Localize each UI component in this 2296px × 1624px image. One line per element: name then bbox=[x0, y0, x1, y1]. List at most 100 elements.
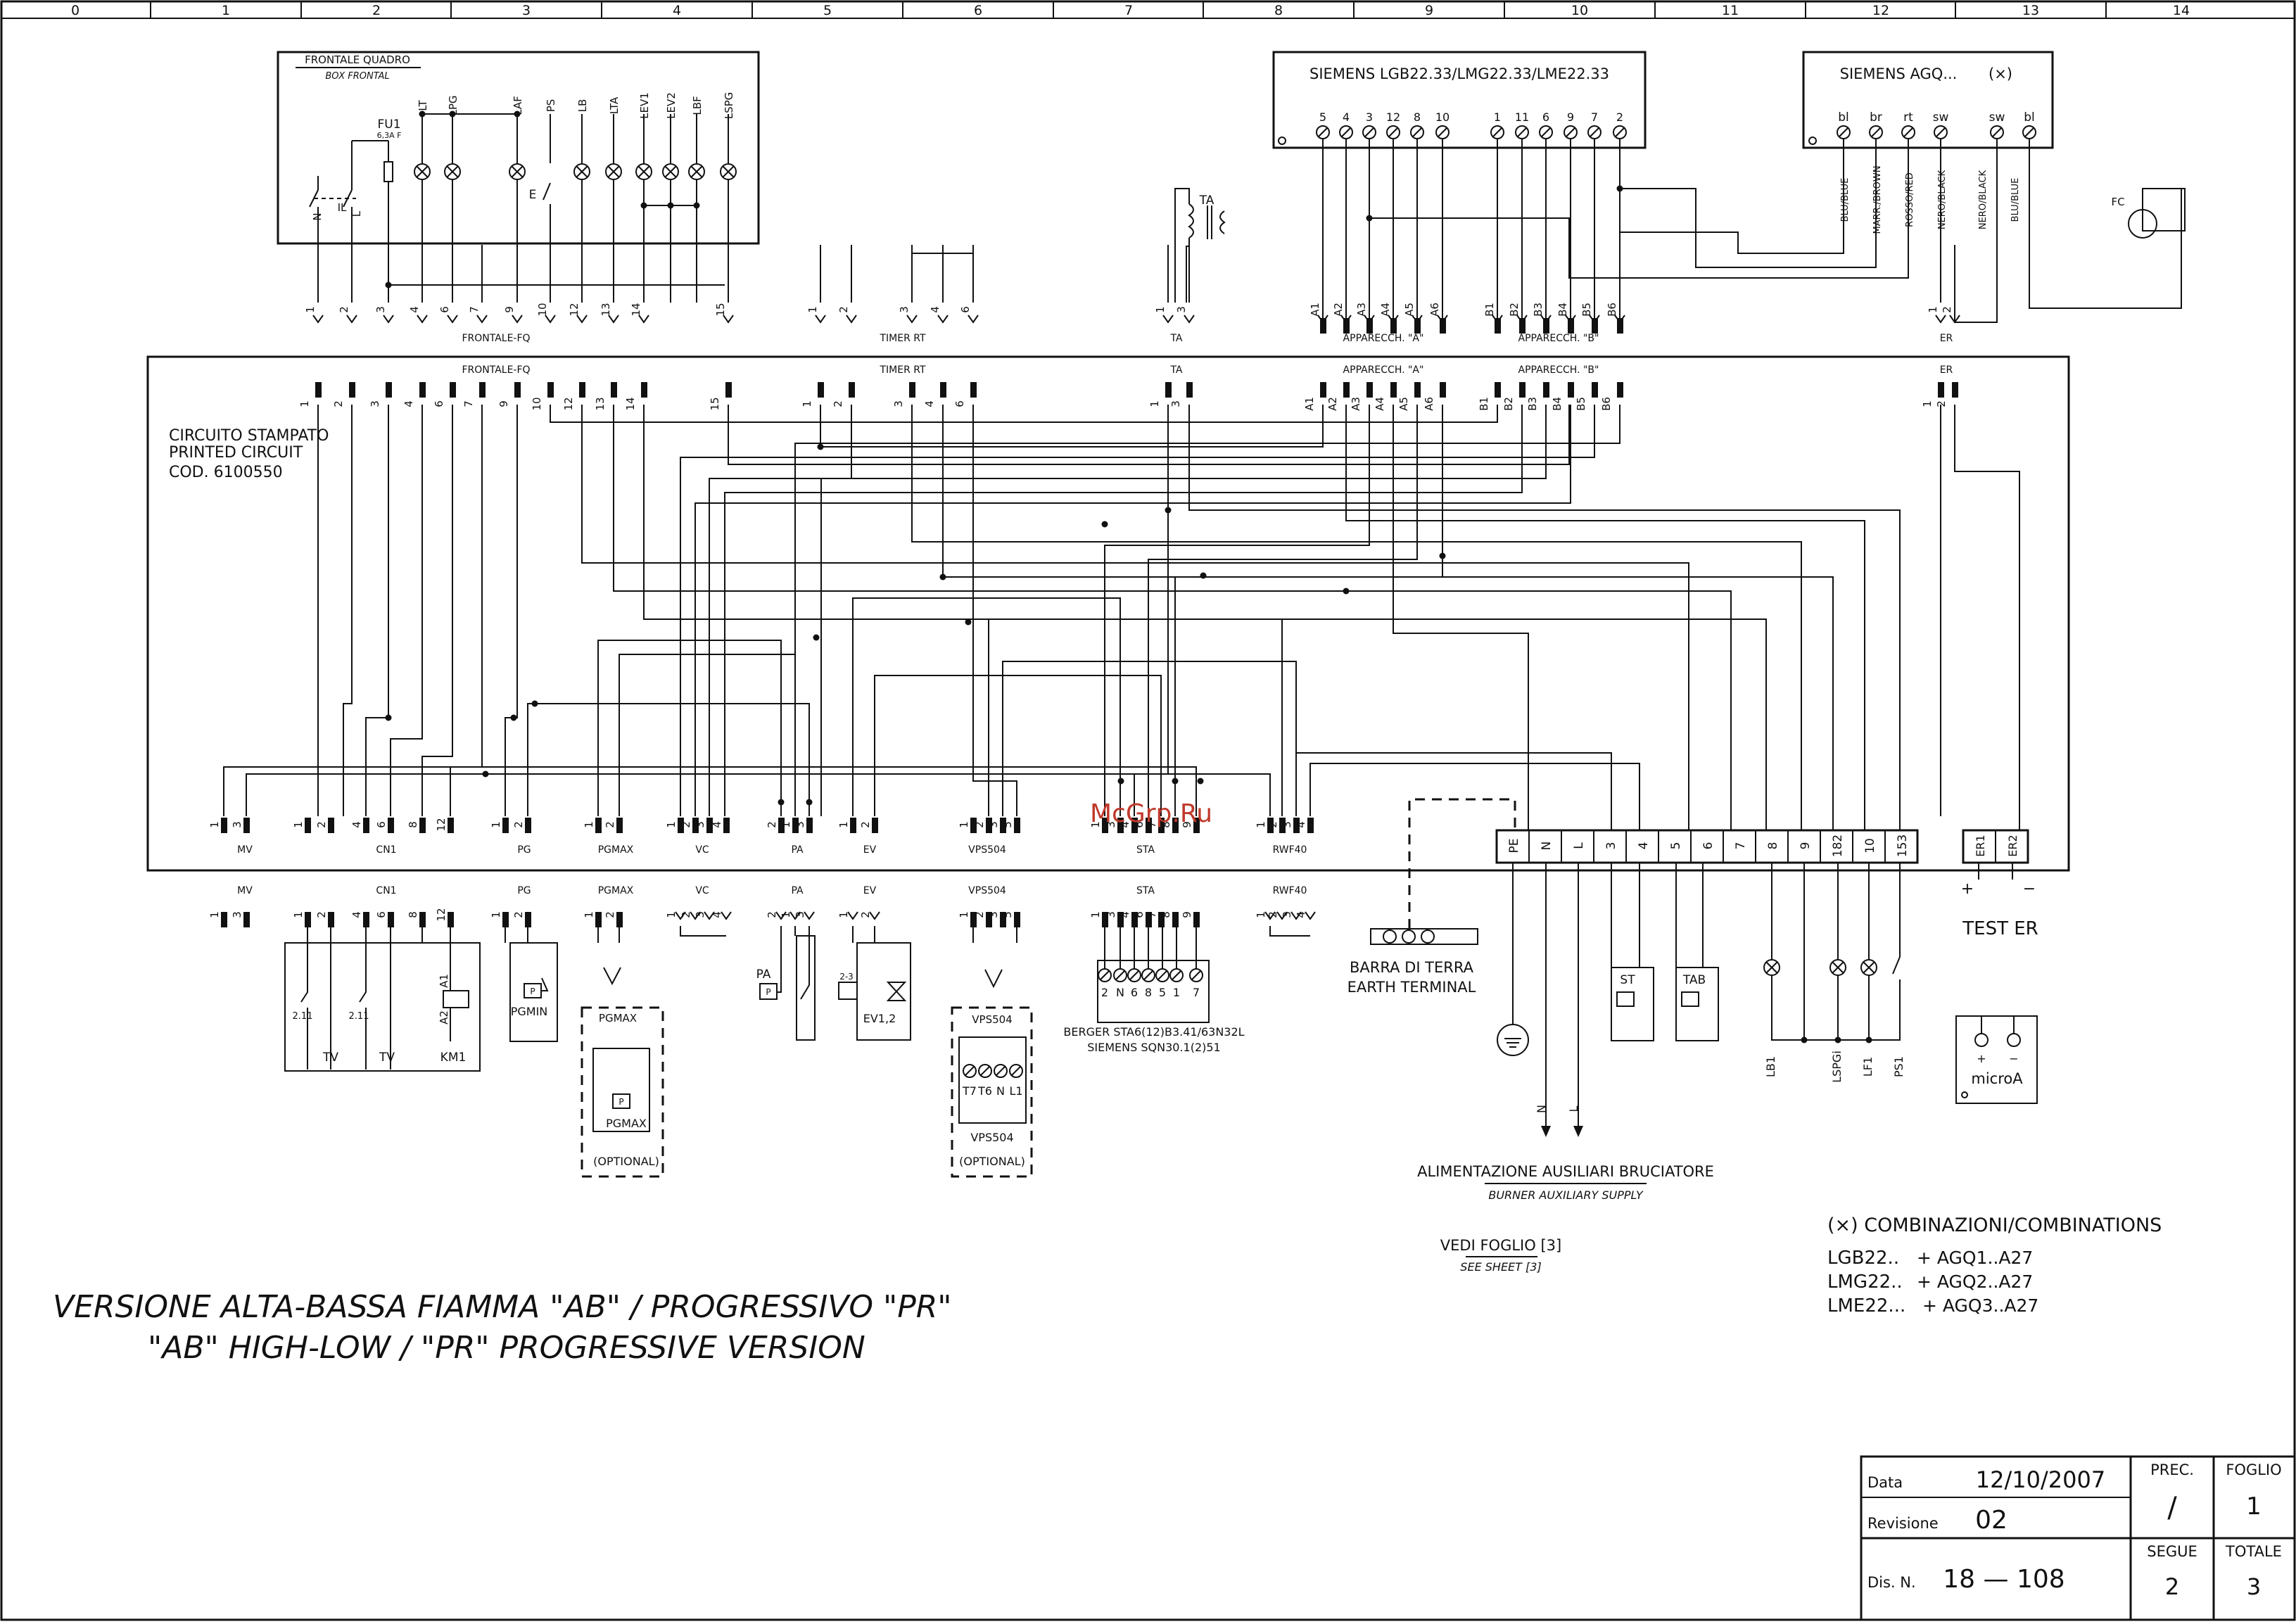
pcb-code: COD. 6100550 bbox=[169, 464, 283, 481]
wire bbox=[1620, 139, 1844, 254]
pin-number: B1 bbox=[1483, 303, 1496, 317]
connector-pin bbox=[1414, 318, 1421, 334]
pin-number: 4 bbox=[402, 400, 415, 407]
connector-label: VPS504 bbox=[968, 844, 1006, 856]
connector-socket bbox=[312, 315, 324, 324]
pin-number: B4 bbox=[1551, 397, 1564, 411]
connector-pin bbox=[1320, 382, 1326, 398]
prec-label: PREC. bbox=[2150, 1461, 2194, 1478]
foglio-value: 1 bbox=[2246, 1492, 2262, 1521]
connector-label: CN1 bbox=[376, 844, 396, 856]
connector-pin bbox=[1519, 318, 1526, 334]
agq-box bbox=[1802, 51, 2054, 149]
terminal-label: 5 bbox=[1669, 842, 1683, 850]
pin-number: 3 bbox=[231, 821, 243, 828]
connector-pin bbox=[1343, 318, 1350, 334]
pin-number: 1 bbox=[806, 306, 819, 313]
pin-number: 3 bbox=[694, 821, 706, 828]
siemens-pin-label: 10 bbox=[1435, 110, 1450, 124]
sta-actuator bbox=[1097, 960, 1210, 1023]
lamp-cross bbox=[446, 165, 459, 178]
connector-socket bbox=[789, 911, 801, 920]
junction-dot bbox=[419, 110, 426, 118]
pin-number: 1 bbox=[1148, 400, 1161, 407]
connector-pin bbox=[616, 818, 623, 833]
terminal-label: 10 bbox=[1863, 838, 1877, 854]
connector-socket bbox=[775, 911, 787, 920]
pin-number: A6 bbox=[1423, 397, 1435, 411]
connector-pin bbox=[1543, 318, 1549, 334]
connector-socket bbox=[1949, 315, 1960, 324]
connector-pin bbox=[1158, 818, 1165, 833]
vps-label: VPS504 bbox=[970, 1131, 1013, 1144]
connector-pin bbox=[849, 382, 855, 398]
pgmin-label: PGMIN bbox=[511, 1005, 548, 1018]
junction-dot bbox=[1117, 778, 1124, 785]
siemens-pin-label: 9 bbox=[1567, 110, 1574, 124]
tab-device bbox=[1675, 967, 1719, 1041]
lspgi-label: LSPGi bbox=[1830, 1051, 1844, 1083]
junction-dot bbox=[510, 714, 517, 721]
supply-n: N bbox=[1535, 1105, 1548, 1113]
ruler-label: 14 bbox=[2173, 3, 2190, 18]
pin-number: B2 bbox=[1508, 303, 1521, 317]
pin-number: 1 bbox=[1921, 400, 1934, 407]
wire bbox=[1002, 661, 1297, 816]
terminal-screw-icon bbox=[1009, 1064, 1023, 1078]
connector-pin bbox=[1307, 818, 1314, 833]
supply-line1: ALIMENTAZIONE AUSILIARI BRUCIATORE bbox=[1417, 1163, 1714, 1180]
siemens-pin-label: 5 bbox=[1319, 110, 1326, 124]
connector-label: VC bbox=[695, 885, 709, 896]
combination-agq: + AGQ3..A27 bbox=[1922, 1295, 2038, 1316]
connector-pin bbox=[448, 818, 454, 833]
wire-color-label: MARR./BROWN bbox=[1872, 166, 1883, 234]
pin-number: 2 bbox=[837, 306, 850, 313]
pin-number: A4 bbox=[1374, 397, 1386, 411]
pin-number: 1 bbox=[583, 821, 595, 828]
screw-slot bbox=[996, 1066, 1006, 1076]
screw-slot bbox=[1011, 1066, 1021, 1076]
screw-slot bbox=[1100, 970, 1110, 980]
pcb-line1: CIRCUITO STAMPATO bbox=[169, 427, 329, 445]
pin-number: 5 bbox=[1001, 911, 1014, 918]
connector-label: ER bbox=[1940, 333, 1953, 344]
pin-number: 1 bbox=[1089, 911, 1102, 918]
connector-label: VPS504 bbox=[968, 885, 1006, 896]
pin-number: 7 bbox=[462, 400, 475, 407]
connector-label: PA bbox=[791, 885, 804, 896]
connector-label: RWF40 bbox=[1273, 844, 1307, 856]
pin-number: 8 bbox=[407, 911, 419, 918]
connector-pin bbox=[1440, 318, 1446, 334]
wire bbox=[246, 773, 1271, 816]
junction-dot bbox=[778, 799, 785, 806]
terminal-screw-icon bbox=[1410, 125, 1424, 139]
pin-number: A2 bbox=[1326, 397, 1339, 411]
wire bbox=[728, 405, 1570, 465]
connector-pin bbox=[363, 818, 369, 833]
connector-socket bbox=[690, 911, 701, 920]
connector-label: TIMER RT bbox=[879, 364, 925, 376]
terminal-screw-icon bbox=[1869, 125, 1883, 139]
pa-field-label: PA bbox=[756, 968, 771, 982]
photocell-icon bbox=[2128, 209, 2157, 239]
pin-number: B5 bbox=[1580, 303, 1593, 317]
pin-number: 12 bbox=[435, 818, 448, 831]
see-sheet-line2: SEE SHEET [3] bbox=[1460, 1260, 1541, 1274]
junction-dot bbox=[385, 281, 392, 288]
pin-number: 7 bbox=[1146, 821, 1158, 828]
connector-pin bbox=[1390, 382, 1397, 398]
connector-label: ER bbox=[1940, 364, 1953, 376]
title-block: Data 12/10/2007 Revisione 02 Dis. N. 18 … bbox=[1860, 1455, 2296, 1621]
pin-number: 2 bbox=[315, 911, 328, 918]
wire bbox=[794, 405, 1620, 816]
connector-pin bbox=[970, 818, 977, 833]
siemens-control-box bbox=[1272, 51, 1647, 149]
totale-label: TOTALE bbox=[2225, 1543, 2282, 1560]
lamp-label: LSPG bbox=[723, 92, 735, 120]
see-sheet-line1: VEDI FOGLIO [3] bbox=[1440, 1237, 1561, 1254]
version-line2: "AB" HIGH-LOW / "PR" PROGRESSIVE VERSION bbox=[148, 1330, 865, 1366]
